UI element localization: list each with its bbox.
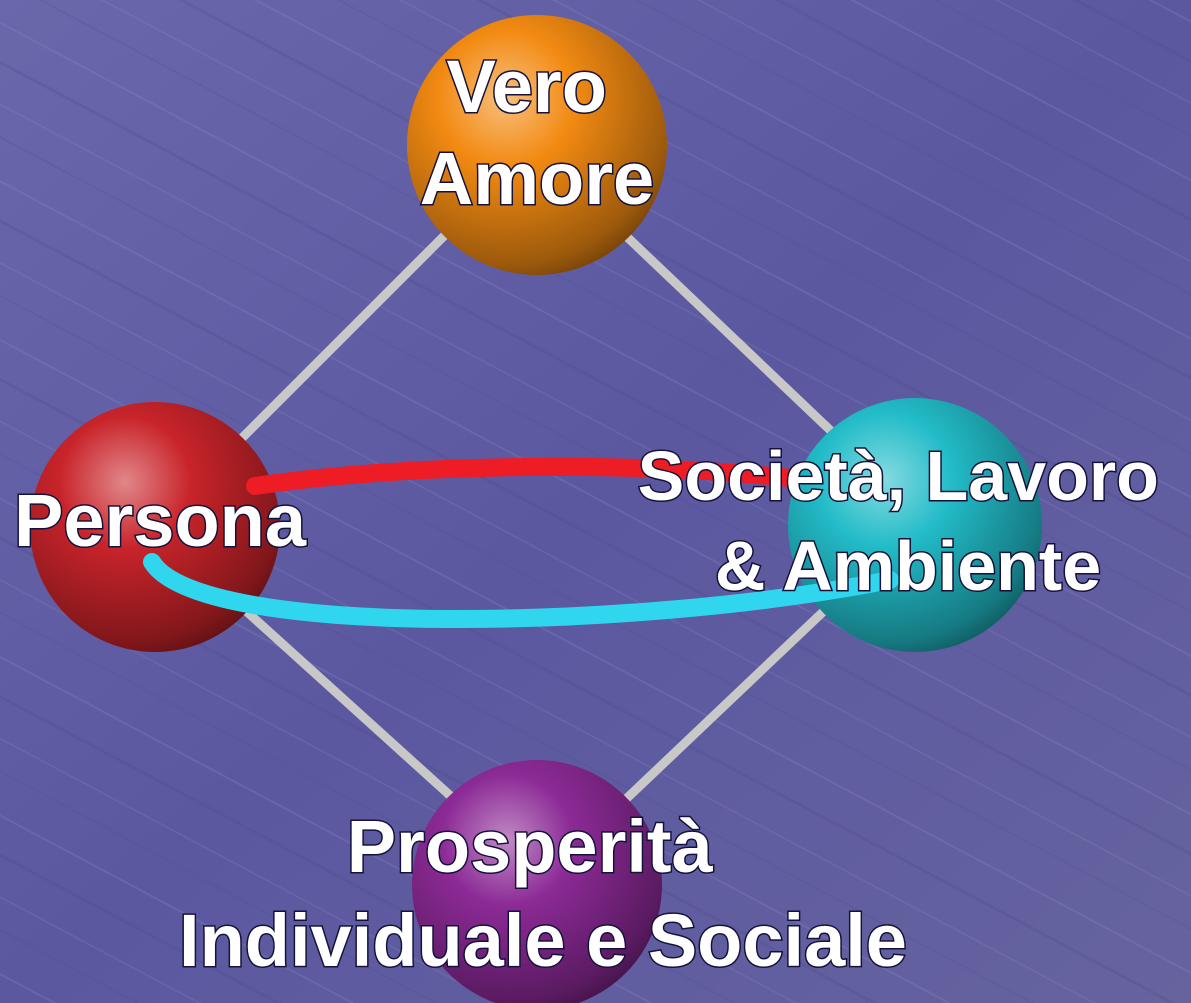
rod-societa-prosperita bbox=[620, 605, 830, 805]
sphere-prosperita bbox=[412, 760, 662, 1003]
label-persona: Persona bbox=[14, 479, 307, 562]
loop-upper-red bbox=[246, 457, 799, 495]
loop-lower-cyan bbox=[143, 553, 899, 629]
label-vero-amore: Vero Amore bbox=[420, 45, 654, 220]
sphere-vero-amore bbox=[407, 15, 667, 275]
label-prosperita: Prosperità Individuale e Sociale bbox=[179, 805, 907, 982]
label-vero-amore-line2: Amore bbox=[420, 137, 654, 220]
label-persona-line1: Persona bbox=[14, 479, 307, 562]
rod-vero-societa bbox=[620, 230, 835, 435]
rod-vero-persona bbox=[235, 220, 460, 445]
label-societa: Società, Lavoro & Ambiente bbox=[638, 437, 1179, 605]
rod-persona-prosperita bbox=[240, 605, 460, 805]
labels: Vero Amore Persona Società, Lavoro & Amb… bbox=[12, 44, 1179, 984]
label-vero-amore-line1: Vero bbox=[447, 45, 607, 128]
label-societa-line2: & Ambiente bbox=[715, 527, 1101, 605]
label-prosperita-line2: Individuale e Sociale bbox=[179, 899, 907, 982]
connector-rods bbox=[235, 220, 835, 805]
label-societa-line1: Società, Lavoro bbox=[638, 437, 1159, 515]
label-prosperita-line1: Prosperità bbox=[347, 805, 714, 888]
persona-societa-loop bbox=[143, 457, 899, 629]
